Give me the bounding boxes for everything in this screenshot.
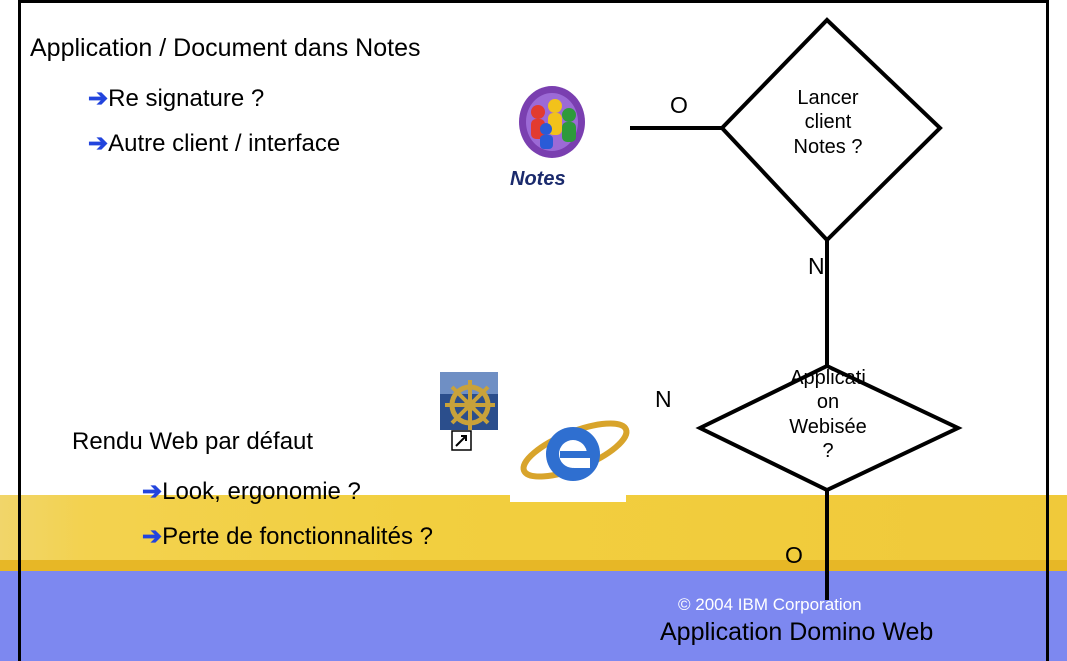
decision-2-line-3: Webisée [789, 415, 867, 438]
top-bullet-1: ➔Re signature ? [88, 84, 264, 113]
bullet-arrow-icon: ➔ [142, 478, 163, 505]
frame-left-border [18, 0, 21, 661]
bottom-bullet-1-text: Look, ergonomie ? [162, 478, 361, 505]
decision-2-line-2: on [816, 391, 840, 414]
decision-2-no-label: N [655, 386, 672, 412]
decision-1-no-label: N [808, 253, 825, 279]
decision-2-line-1: Applicati [790, 367, 866, 389]
bullet-arrow-icon: ➔ [88, 130, 109, 157]
decision-2-label: Applicati on Webisée ? [758, 366, 898, 464]
top-heading: Application / Document dans Notes [30, 34, 421, 62]
frame-right-border [1046, 0, 1049, 661]
bullet-arrow-icon: ➔ [142, 523, 163, 550]
decision-2-line-4: ? [822, 440, 834, 463]
bottom-heading: Rendu Web par défaut [72, 428, 314, 455]
decision-1-line-2: client [804, 111, 852, 134]
yellow-band [0, 495, 1067, 571]
bullet-arrow-icon: ➔ [88, 85, 109, 112]
footer-copyright: © 2004 IBM Corporation [678, 595, 862, 614]
blue-band [0, 571, 1067, 661]
decision-1-label: Lancer client Notes ? [758, 86, 898, 159]
shortcut-arrow-icon [451, 430, 472, 451]
notes-people-icon [519, 86, 585, 158]
footer-title: Application Domino Web [660, 618, 934, 646]
internet-explorer-icon [510, 420, 630, 502]
top-bullet-2-text: Autre client / interface [108, 130, 341, 157]
decision-2-yes-label: O [785, 542, 803, 568]
notes-logo-text: Notes [510, 168, 566, 190]
yellow-band-edge [0, 560, 1067, 571]
decision-1-yes-label: O [670, 92, 688, 118]
frame-top-border [18, 0, 1049, 3]
bottom-bullet-1: ➔Look, ergonomie ? [142, 477, 361, 506]
decision-1-line-1: Lancer [797, 87, 859, 109]
bottom-bullet-2: ➔Perte de fonctionnalités ? [142, 522, 433, 551]
netscape-wheel-icon [440, 372, 498, 430]
bottom-bullet-2-text: Perte de fonctionnalités ? [162, 523, 433, 550]
top-bullet-1-text: Re signature ? [108, 85, 265, 112]
top-bullet-2: ➔Autre client / interface [88, 129, 340, 158]
decision-1-line-3: Notes ? [793, 135, 863, 158]
